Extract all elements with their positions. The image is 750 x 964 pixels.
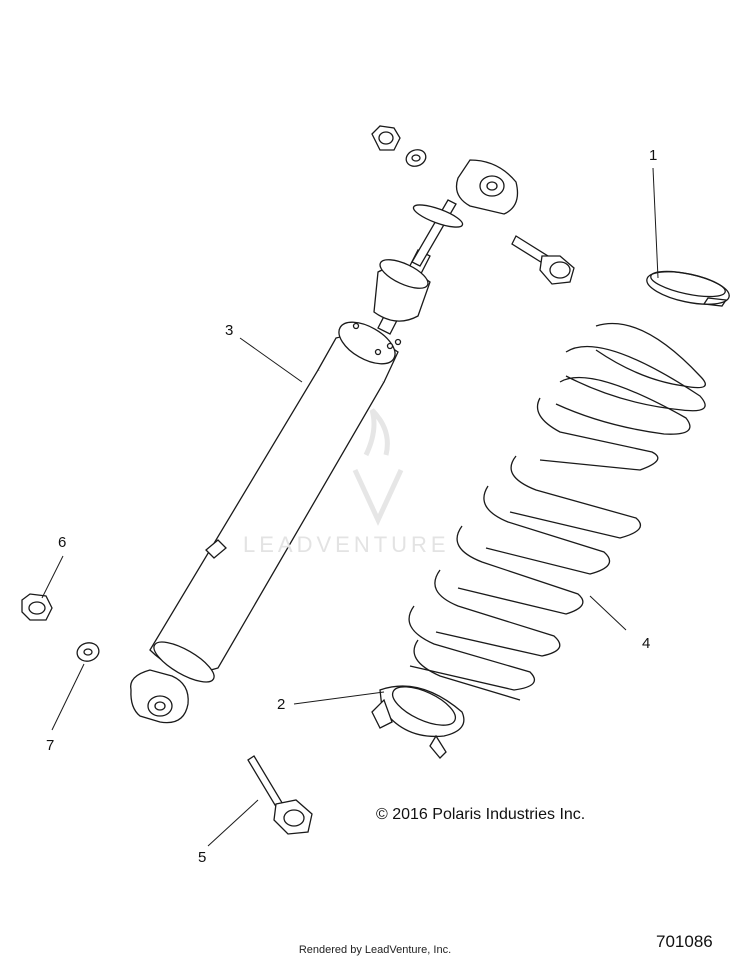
leader-line-2 [293,691,385,705]
shock-upper-eye [412,159,519,228]
leader-line-4 [589,595,627,631]
leader-line-7 [51,663,85,731]
diagram-number: 701086 [656,932,713,951]
upper-bolt [511,235,575,285]
spring-clip [646,270,730,307]
leader-line-1 [652,167,659,279]
upper-washer [405,149,427,167]
copyright-notice: © 2016 Polaris Industries Inc. [376,806,586,823]
leader-line-6 [41,555,64,599]
leader-line-5 [207,799,259,847]
rendered-by-credit: Rendered by LeadVenture, Inc. [298,944,452,956]
lower-bolt [247,755,313,835]
callout-2: 2 [277,696,286,713]
lower-nut [21,593,53,621]
shock-lower-eye [129,669,189,724]
leader-line-3 [239,337,303,383]
shock-body [149,321,402,683]
leader-lines [41,167,659,847]
watermark-logo [352,408,404,526]
coil-spring [408,322,706,701]
callout-5: 5 [198,849,207,866]
shock-bumper [373,259,431,322]
spring-seat [371,685,465,759]
callout-6: 6 [58,534,67,551]
callout-4: 4 [642,635,651,652]
callout-7: 7 [46,737,55,754]
shock-absorber [129,159,519,724]
callout-1: 1 [649,147,658,164]
watermark-text: LEADVENTURE [243,532,450,557]
callout-3: 3 [225,322,234,339]
lower-washer [76,642,100,662]
upper-nut [371,125,401,151]
